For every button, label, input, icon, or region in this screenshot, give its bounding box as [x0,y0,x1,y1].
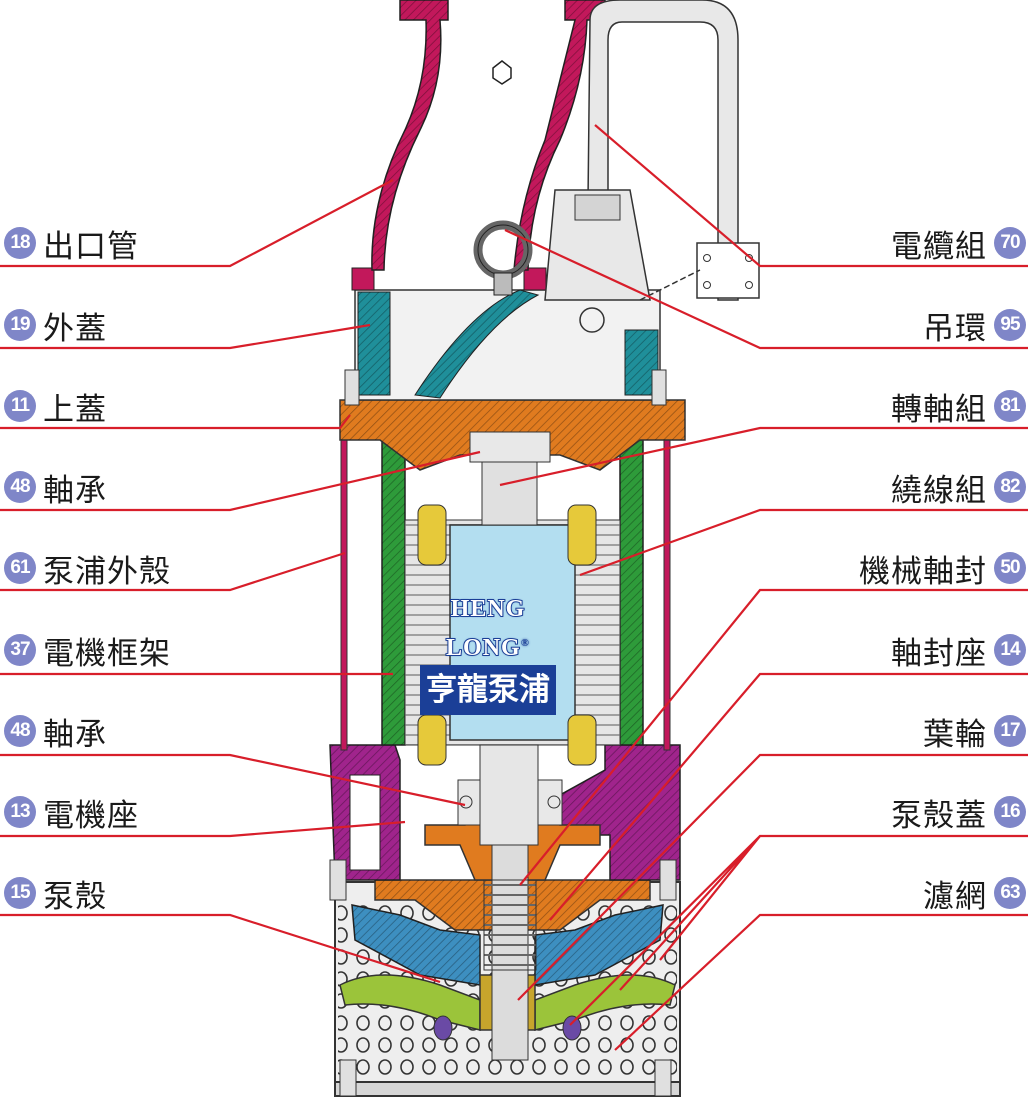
part-number-badge: 81 [994,390,1026,422]
part-number-badge: 11 [4,390,36,422]
side-bolts [329,369,677,1097]
part-number-badge: 48 [4,715,36,747]
logo-english: HENG LONG [445,595,526,662]
winding-coils [417,504,597,766]
lifting-ring-shape [473,220,533,296]
registered-mark: ® [520,637,530,649]
leader-line-lifting-ring [504,229,1028,350]
cable-assembly-shape [544,0,760,333]
part-number-badge: 15 [4,877,36,909]
leader-line-bearing-upper [0,450,481,512]
leader-line-motor-seat [0,820,406,838]
part-name: 電纜組 [891,228,987,265]
leader-line-mech-seal [519,588,1028,886]
part-number-badge: 63 [994,877,1026,909]
part-name: 電機座 [43,797,139,834]
part-number-badge: 48 [4,471,36,503]
outer-cover-shape [351,267,661,401]
part-number-badge: 95 [994,309,1026,341]
part-name: 軸封座 [891,635,987,672]
leader-line-cable [594,124,1028,268]
outlet-pipe-shape [371,0,606,271]
part-number-badge: 61 [4,552,36,584]
rotor-shaft [479,444,539,1061]
part-name: 機械軸封 [859,553,987,590]
part-number-badge: 50 [994,552,1026,584]
part-name: 軸承 [43,716,107,753]
leader-line-outer-cover [0,323,371,350]
part-name: 外蓋 [43,310,107,347]
part-name: 泵浦外殼 [43,553,171,590]
leader-line-bearing-lower [0,753,466,807]
part-number-badge: 13 [4,796,36,828]
part-number-badge: 18 [4,227,36,259]
leader-line-impeller [517,753,1028,1001]
part-name: 電機框架 [43,635,171,672]
part-number-badge: 14 [994,634,1026,666]
part-name: 上蓋 [43,391,107,428]
motor-frame-shape [381,439,644,746]
leader-line-upper-cover [0,414,351,430]
part-name: 軸承 [43,472,107,509]
leader-line-seal-seat [549,672,1028,921]
part-name: 出口管 [43,228,139,265]
part-name: 繞線組 [891,472,987,509]
part-name: 轉軸組 [891,391,987,428]
part-name: 濾網 [923,878,987,915]
part-name: 吊環 [923,310,987,347]
leader-line-pump-shell [0,551,346,592]
leader-line-pump-casing [0,913,441,984]
motor-seat-shape [329,744,681,881]
logo-chinese: 亨龍泵浦 [420,665,556,715]
part-number-badge: 70 [994,227,1026,259]
part-number-badge: 19 [4,309,36,341]
part-name: 泵殼 [43,878,107,915]
leader-line-shaft [499,426,1028,487]
leader-line-outlet-pipe [0,179,394,268]
part-name: 泵殼蓋 [891,797,987,834]
part-number-badge: 17 [994,715,1026,747]
upper-cover-shape [339,399,686,471]
part-number-badge: 82 [994,471,1026,503]
part-name: 葉輪 [923,716,987,753]
leader-line-strainer [614,913,1028,1051]
part-number-badge: 37 [4,634,36,666]
part-number-badge: 16 [994,796,1026,828]
leader-line-casing-cover [569,834,1028,1026]
leader-line-winding [579,508,1028,577]
leader-lines [0,124,1028,1051]
brand-logo: HENG LONG® 亨龍泵浦 [413,592,563,715]
